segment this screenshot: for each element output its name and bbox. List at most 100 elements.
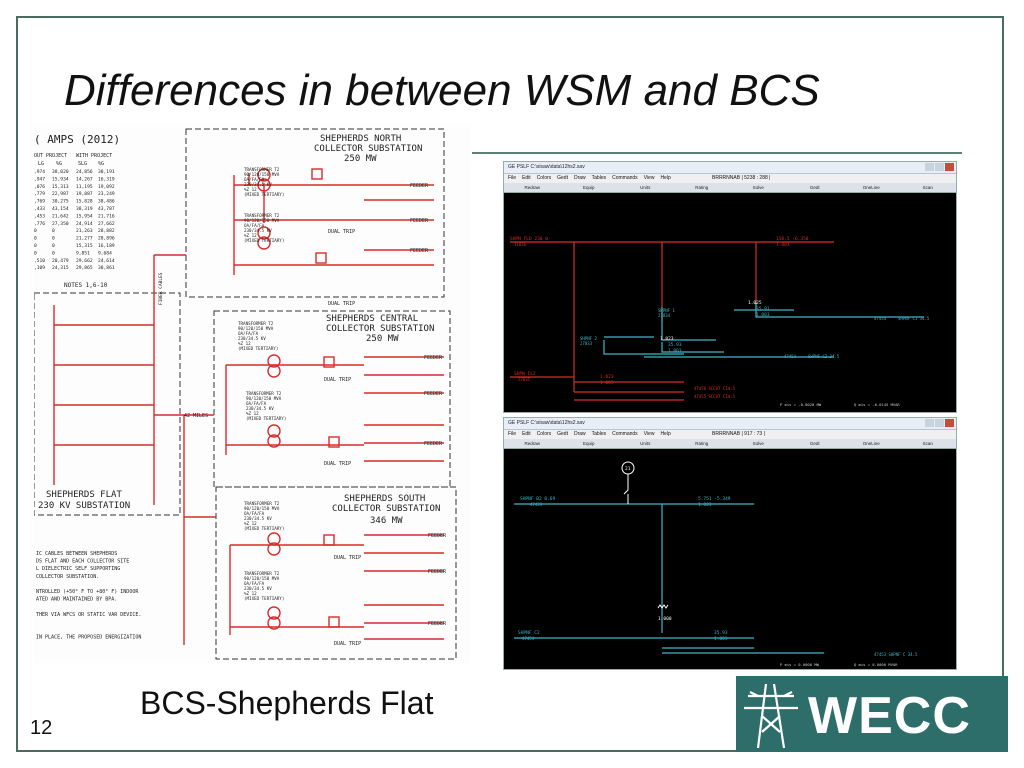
menu-item[interactable]: Colors — [536, 431, 552, 437]
toolbar: Redraw Equip Units Rating Solve Gedt One… — [504, 439, 956, 449]
transformer-text: (MIXED TERTIARY) — [244, 526, 284, 531]
units-button[interactable]: Units — [640, 185, 651, 190]
right-id-2: 47454 — [784, 354, 797, 359]
transformer-text: TRANSFORMER T2 — [244, 213, 280, 218]
right-name-1: SHPNF C1 34.5 — [898, 316, 930, 321]
amps-cell: 23,249 — [98, 191, 115, 197]
dual-trip-label: DUAL TRIP — [324, 377, 351, 383]
minimize-icon[interactable] — [925, 419, 934, 427]
south-mw: 346 MW — [370, 516, 403, 526]
oneline-button[interactable]: OneLine — [862, 185, 880, 190]
amps-cell: 15,313 — [52, 184, 69, 190]
menu-item[interactable]: Help — [660, 431, 671, 437]
amps-cell: 14,267 — [76, 176, 93, 182]
menu-item[interactable]: Tables — [591, 431, 607, 437]
transformer-text: 90/120/150 MVA — [244, 218, 280, 223]
dual-trip-label: DUAL TRIP — [334, 641, 361, 647]
amps-cell: 0 — [52, 250, 55, 256]
amps-cell: ,974 — [34, 169, 45, 175]
note-line: IN PLACE, THE PROPOSED ENERGIZATION — [36, 635, 141, 641]
oneline-canvas-bottom[interactable]: 21 SHPNF B2 0.69 47433 5.751 -5.349 1.00… — [504, 448, 956, 669]
scan-button[interactable]: Scan — [922, 185, 933, 190]
menu-item[interactable]: Edit — [522, 431, 531, 437]
amps-cell: ,510 — [34, 258, 45, 264]
redraw-button[interactable]: Redraw — [524, 441, 540, 446]
north-label-1: SHEPHERDS NORTH — [320, 134, 401, 144]
amps-cell: 29,662 — [76, 258, 93, 264]
amps-cell: 9,851 — [76, 250, 90, 256]
gedt-button[interactable]: Gedt — [809, 441, 820, 446]
transformer-text: 90/120/150 MVA — [244, 506, 280, 511]
amps-cell: 30,275 — [52, 199, 69, 205]
scan-button[interactable]: Scan — [922, 441, 933, 446]
transmission-tower-icon — [744, 683, 798, 749]
menu-item[interactable]: Help — [660, 175, 671, 181]
amps-cell: 27,350 — [52, 221, 69, 227]
menu-item[interactable]: Commands — [612, 175, 638, 181]
transformer-text: %Z 12 — [244, 591, 257, 596]
bus-main-label: SHPN FLD 230 0 — [510, 236, 548, 242]
transformer-text: (MIXED TERTIARY) — [238, 346, 278, 351]
transformer-text: 230/34.5 KV — [244, 182, 272, 187]
oneline-canvas-top[interactable]: SHPN FLD 230 0 11830 158.5 -6.358 1.001 … — [504, 192, 956, 412]
status-readout: BRRRNNAB | 5238 : 288 | — [712, 175, 771, 181]
equip-button[interactable]: Equip — [582, 185, 595, 190]
amps-cell: ,779 — [34, 191, 45, 197]
menu-item[interactable]: Commands — [612, 431, 638, 437]
menu-item[interactable]: File — [508, 175, 517, 181]
menu-item[interactable]: Colors — [536, 175, 552, 181]
oneline-button[interactable]: OneLine — [862, 441, 880, 446]
bus-main-label: SHPNF B2 0.69 — [520, 496, 556, 502]
transformer-text: TRANSFORMER T2 — [244, 571, 280, 576]
amps-cell: 38,319 — [76, 206, 93, 212]
close-icon[interactable] — [945, 163, 954, 171]
units-button[interactable]: Units — [640, 441, 651, 446]
right-val-2: 1.003 — [698, 502, 712, 508]
amps-cell: ,433 — [34, 206, 45, 212]
south-label-1: SHEPHERDS SOUTH — [344, 494, 425, 504]
close-icon[interactable] — [945, 419, 954, 427]
maximize-icon[interactable] — [935, 163, 944, 171]
rating-button[interactable]: Rating — [695, 441, 709, 446]
amps-cell: 38,861 — [98, 265, 115, 271]
amps-cell: 0 — [52, 243, 55, 249]
amps-cell: 0 — [34, 228, 37, 234]
solve-button[interactable]: Solve — [752, 441, 764, 446]
menu-item[interactable]: Gedt — [557, 175, 568, 181]
lower-val-1: 35.93 — [714, 630, 728, 636]
dual-trip-label: DUAL TRIP — [334, 555, 361, 561]
transformer-text: %Z 12 — [244, 521, 257, 526]
status-readout: BRRRNNAB | 917 : 73 | — [712, 431, 765, 437]
menu-item[interactable]: File — [508, 431, 517, 437]
redraw-button[interactable]: Redraw — [524, 185, 540, 190]
menu-item[interactable]: Edit — [522, 175, 531, 181]
menu-item[interactable]: Tables — [591, 175, 607, 181]
amps-cell: 24,856 — [76, 169, 93, 175]
gedt-button[interactable]: Gedt — [809, 185, 820, 190]
window-titlebar: GE PSLF C:\sisaw\data\12hs2.sav — [504, 162, 956, 174]
menu-item[interactable]: View — [643, 175, 655, 181]
rating-button[interactable]: Rating — [695, 185, 709, 190]
note-line: NTROLLED (+50° F TO +80° F) INDOOR — [36, 589, 139, 595]
lower-val-1: 1.023 — [600, 374, 614, 380]
amps-cell: 0 — [52, 228, 55, 234]
transformer-text: TRANSFORMER T2 — [246, 391, 282, 396]
amps-cell: 38,486 — [98, 199, 115, 205]
amps-cell: 9,684 — [98, 250, 112, 256]
amps-cell: 22,987 — [52, 191, 69, 197]
minimize-icon[interactable] — [925, 163, 934, 171]
amps-cell: 28,896 — [98, 236, 115, 242]
equip-button[interactable]: Equip — [582, 441, 595, 446]
right-id-1: 47454 — [874, 316, 887, 321]
solve-button[interactable]: Solve — [752, 185, 764, 190]
menu-item[interactable]: Draw — [573, 175, 586, 181]
lower-left: SHPN FL2 — [514, 371, 536, 377]
amps-cell: 21,263 — [76, 228, 93, 234]
menu-item[interactable]: View — [643, 431, 655, 437]
dual-trip-label: DUAL TRIP — [328, 229, 355, 235]
menu-item[interactable]: Gedt — [557, 431, 568, 437]
maximize-icon[interactable] — [935, 419, 944, 427]
menu-item[interactable]: Draw — [573, 431, 586, 437]
transformer-text: OA/FA/FA — [244, 581, 265, 586]
amps-cell: 19,887 — [76, 191, 93, 197]
